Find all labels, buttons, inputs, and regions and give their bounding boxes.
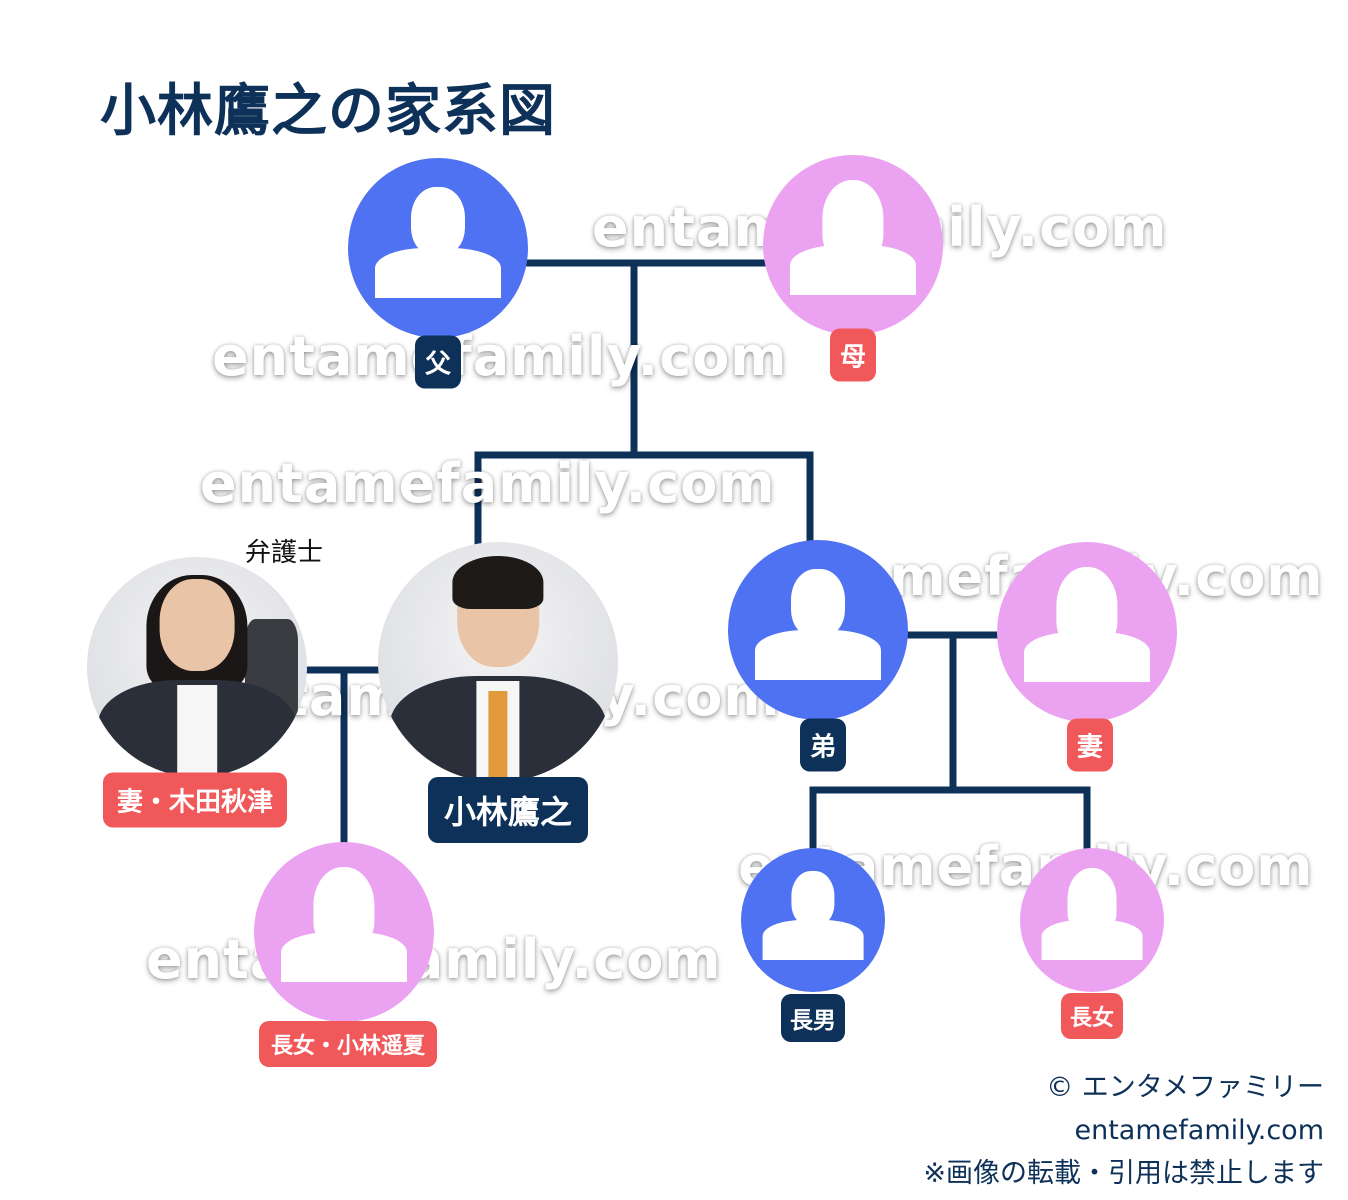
self-marriage-line bbox=[301, 666, 386, 849]
parents-descent-line bbox=[474, 259, 814, 549]
daughter-label: 長女・小林遥夏 bbox=[258, 1021, 438, 1067]
person-silhouette-icon bbox=[254, 842, 434, 1022]
wife-label: 妻・木田秋津 bbox=[102, 772, 288, 828]
father-avatar bbox=[348, 158, 528, 338]
watermark: entamefamily.com bbox=[212, 325, 788, 388]
copyright: © エンタメファミリー bbox=[1046, 1072, 1324, 1103]
brother-avatar bbox=[728, 540, 908, 720]
site-url: entamefamily.com bbox=[1074, 1115, 1325, 1146]
footer: © エンタメファミリー entamefamily.com ※画像の転載・引用は禁… bbox=[923, 1066, 1324, 1195]
daughter-avatar bbox=[254, 842, 434, 1022]
brother-marriage-line bbox=[809, 631, 1091, 854]
watermark: entamefamily.com bbox=[200, 452, 776, 515]
person-silhouette-icon bbox=[348, 158, 528, 338]
person-silhouette-icon bbox=[997, 542, 1177, 722]
wife-occupation: 弁護士 bbox=[245, 538, 324, 568]
person-silhouette-icon bbox=[1020, 848, 1164, 992]
person-silhouette-icon bbox=[728, 540, 908, 720]
father-label: 父 bbox=[414, 335, 462, 389]
person-silhouette-icon bbox=[741, 848, 885, 992]
person-silhouette-icon bbox=[763, 155, 943, 335]
copy-notice: ※画像の転載・引用は禁止します bbox=[923, 1158, 1324, 1189]
niece-avatar bbox=[1020, 848, 1164, 992]
brother-wife-avatar bbox=[997, 542, 1177, 722]
nephew-avatar bbox=[741, 848, 885, 992]
brother-wife-label: 妻 bbox=[1066, 718, 1114, 772]
mother-label: 母 bbox=[829, 328, 877, 382]
brother-label: 弟 bbox=[799, 718, 847, 772]
niece-label: 長女 bbox=[1060, 993, 1124, 1039]
page-title: 小林鷹之の家系図 bbox=[100, 79, 556, 144]
self-label: 小林鷹之 bbox=[427, 777, 589, 843]
nephew-label: 長男 bbox=[781, 994, 845, 1042]
self-photo bbox=[378, 542, 618, 782]
mother-avatar bbox=[763, 155, 943, 335]
wife-photo bbox=[87, 557, 307, 777]
